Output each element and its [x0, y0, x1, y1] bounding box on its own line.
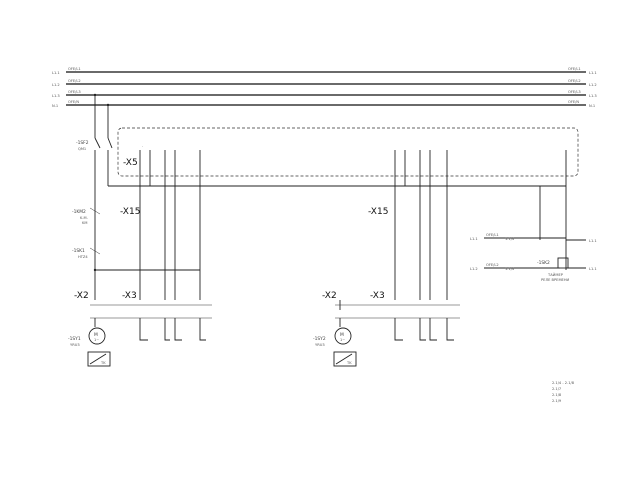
rail-l2: L1.2 OFE/L2 OFE/L2 L1.2	[52, 79, 597, 87]
left-conductors	[93, 150, 201, 300]
x5-tag: -X5	[123, 158, 138, 168]
x15-right-tag: -X15	[368, 207, 388, 217]
relay-output-2: L1.1	[589, 267, 597, 271]
relay-input-2-note: 1.1/4	[505, 267, 515, 271]
motor-left-count: 1~	[94, 338, 99, 342]
main-breaker-tag: -1SF2	[76, 140, 89, 146]
motor-right-symbol: M	[340, 332, 344, 338]
rail-l3-right-tag: OFE/L3	[568, 90, 581, 94]
rail-n-right-tag: OFE/N	[568, 100, 579, 104]
relay-desc-1: ТАЙМЕР	[547, 272, 564, 277]
main-breaker-sub: QM1	[78, 147, 86, 151]
relay-input-1-tag: OFE/L1	[486, 233, 499, 237]
x2-right-tag: -X2	[322, 291, 337, 301]
rail-l1-right-ref: L1.1	[589, 71, 597, 75]
km2-sub: K.M.	[80, 216, 88, 220]
motor-left-icon	[88, 327, 106, 345]
legend-line-1: 2.1/4 - 2.1/8	[552, 381, 575, 385]
motor-right-tag: -1SY2	[313, 336, 326, 342]
sk-sub: HTZ4	[78, 255, 88, 259]
terminal-row-right: -X2 -X3	[322, 291, 460, 341]
motor-left-sub: YRU3	[70, 343, 80, 347]
x15-left-tag: -X15	[120, 207, 140, 217]
motor-right: M 1~ -1SY2 YRU3 TK	[313, 318, 357, 367]
x5-enclosure: -X5	[117, 127, 579, 177]
x5-terminal-bus: ·	[108, 145, 566, 187]
x3-right-tag: -X3	[370, 291, 385, 301]
right-conductors	[339, 150, 567, 310]
main-feeder: -1SF2 QM1	[76, 93, 113, 300]
relay-input-2-ref: L1.2	[470, 267, 478, 271]
relay-desc-2: РЕЛЕ ВРЕМЕНИ	[541, 278, 570, 282]
motor-right-icon	[334, 327, 352, 345]
rail-l2-right-ref: L1.2	[589, 83, 597, 87]
legend: 2.1/4 - 2.1/8 2.1/7 2.1/8 2.1/9	[552, 381, 575, 403]
rail-l1-left-tag: OFE/L1	[68, 67, 81, 71]
km2-tag: -1KM2	[72, 209, 86, 215]
x5-col-1: ·	[142, 145, 143, 149]
rail-l2-right-tag: OFE/L2	[568, 79, 581, 83]
legend-line-4: 2.1/9	[552, 399, 562, 403]
rail-l2-left-ref: L1.2	[52, 83, 60, 87]
relay-coil	[557, 257, 569, 269]
km2-sub2: KM	[82, 221, 87, 225]
rail-l2-left-tag: OFE/L2	[68, 79, 81, 83]
sk-tag: -1SK1	[72, 248, 85, 254]
rail-l3-right-ref: L1.3	[589, 94, 597, 98]
rail-l3-left-ref: L1.3	[52, 94, 60, 98]
motor-right-count: 1~	[340, 338, 345, 342]
rail-l3-left-tag: OFE/L3	[68, 90, 81, 94]
x2-left-tag: -X2	[74, 291, 89, 301]
sensor-left-label: TK	[100, 361, 106, 365]
rail-l3: L1.3 OFE/L3 OFE/L3 L1.3	[52, 90, 597, 98]
relay-block: L1.1 OFE/L1 1.1/4 L1.2 OFE/L2 1.1/4 L1.1…	[470, 233, 597, 282]
relay-output-1: L1.1	[589, 239, 597, 243]
motor-right-sub: YRU3	[315, 343, 325, 347]
motor-left-symbol: M	[94, 332, 98, 338]
sensor-right-box	[333, 351, 357, 367]
sensor-left-box	[87, 351, 111, 367]
rail-n: N.1 OFE/N OFE/N N.1	[52, 100, 595, 108]
relay-input-1-ref: L1.1	[470, 237, 478, 241]
relay-input-1-note: 1.1/4	[505, 237, 515, 241]
sensor-right-label: TK	[346, 361, 352, 365]
rail-n-left-ref: N.1	[52, 104, 58, 108]
rail-n-left-tag: OFE/N	[68, 100, 79, 104]
x3-left-tag: -X3	[122, 291, 137, 301]
km2-contact	[89, 207, 101, 215]
relay-input-2-tag: OFE/L2	[486, 263, 499, 267]
relay-tag: -1SK2	[537, 260, 550, 266]
terminal-row-left: -X2 -X3	[74, 291, 212, 341]
rail-n-right-ref: N.1	[589, 104, 595, 108]
rail-l1-left-ref: L1.1	[52, 71, 60, 75]
rail-l1: L1.1 OFE/L1 OFE/L1 L1.1	[52, 67, 597, 75]
legend-line-3: 2.1/8	[552, 393, 562, 397]
motor-left: M 1~ -1SY1 YRU3 TK	[68, 318, 111, 367]
sk-contact	[89, 247, 101, 255]
rail-l1-right-tag: OFE/L1	[568, 67, 581, 71]
motor-left-tag: -1SY1	[68, 336, 81, 342]
legend-line-2: 2.1/7	[552, 387, 561, 391]
